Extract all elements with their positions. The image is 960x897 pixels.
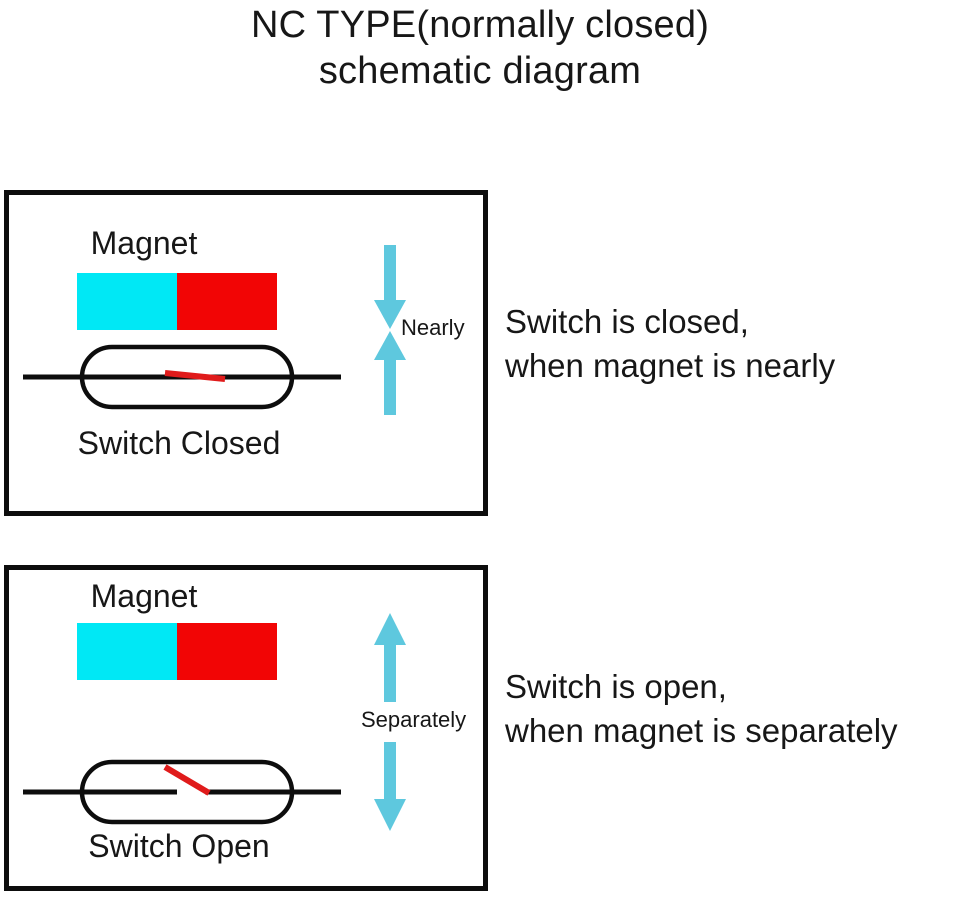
arrow-group-diverging [361, 602, 419, 842]
panel-switch-closed: Magnet Switch Closed [4, 190, 488, 516]
magnet-north-pole [77, 623, 177, 680]
page-title: NC TYPE(normally closed) schematic diagr… [0, 2, 960, 95]
description-open-line-1: Switch is open, [505, 668, 727, 705]
magnet-label: Magnet [90, 578, 198, 614]
arrow-down-icon [374, 245, 406, 329]
arrow-up-icon [374, 331, 406, 415]
magnet-bar [77, 623, 277, 680]
magnet-north-pole [77, 273, 177, 330]
contact-blade-open [163, 764, 211, 796]
reed-switch-open [17, 755, 347, 829]
description-closed-line-2: when magnet is nearly [505, 347, 836, 385]
magnet-bar [77, 273, 277, 330]
magnet-south-pole [177, 273, 277, 330]
proximity-label: Separately [361, 707, 467, 732]
magnet-label: Magnet [90, 225, 198, 261]
proximity-label: Nearly [401, 315, 465, 340]
magnet-south-pole [177, 623, 277, 680]
title-line-1: NC TYPE(normally closed) [250, 4, 710, 46]
switch-state-label: Switch Open [88, 828, 270, 864]
arrow-down-icon [374, 742, 406, 831]
switch-state-label: Switch Closed [77, 425, 281, 461]
panel-switch-open: Magnet Switch Open [4, 565, 488, 891]
description-open: Switch is open, when magnet is separatel… [505, 665, 898, 753]
contact-blade-closed [164, 370, 226, 382]
reed-switch-closed [17, 340, 347, 414]
description-closed-line-1: Switch is closed, [505, 303, 749, 340]
title-line-2: schematic diagram [318, 50, 642, 93]
arrow-up-icon [374, 613, 406, 702]
arrow-group-converging [361, 245, 419, 415]
description-closed: Switch is closed, when magnet is nearly [505, 300, 835, 388]
description-open-line-2: when magnet is separately [505, 712, 898, 750]
